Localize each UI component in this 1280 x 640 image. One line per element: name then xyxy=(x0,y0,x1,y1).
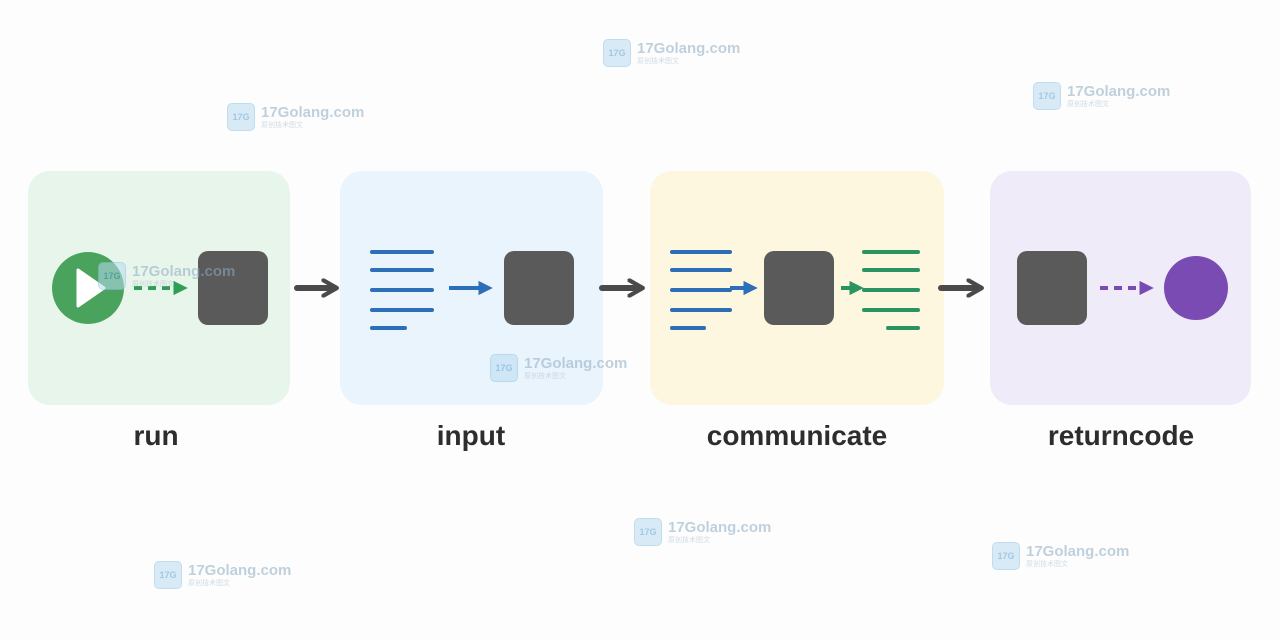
watermark-sub: 原创技术图文 xyxy=(524,373,566,380)
watermark-logo-icon: 17G xyxy=(490,354,518,382)
watermark-site: 17Golang.com xyxy=(188,562,292,579)
watermark-logo-icon: 17G xyxy=(98,262,126,290)
watermark-logo-icon: 17G xyxy=(154,561,182,589)
stage-label-run: run xyxy=(133,420,178,451)
process-box-icon xyxy=(764,251,834,325)
stage-panel-run xyxy=(28,171,290,405)
watermark-site: 17Golang.com xyxy=(524,355,628,372)
process-box-icon xyxy=(504,251,574,325)
stage-label-returncode: returncode xyxy=(1048,420,1194,451)
watermark-sub: 原创技术图文 xyxy=(188,580,230,587)
watermark-sub: 原创技术图文 xyxy=(132,281,174,288)
process-box-icon xyxy=(1017,251,1087,325)
process-box-icon xyxy=(198,251,268,325)
watermark-site: 17Golang.com xyxy=(1026,543,1130,560)
watermark-logo-icon: 17G xyxy=(1033,82,1061,110)
watermark-site: 17Golang.com xyxy=(637,40,741,57)
watermark-sub: 原创技术图文 xyxy=(637,58,679,65)
watermark-logo-icon: 17G xyxy=(634,518,662,546)
watermark-site: 17Golang.com xyxy=(1067,83,1171,100)
exit-status-circle-icon xyxy=(1164,256,1228,320)
watermark-logo-icon: 17G xyxy=(992,542,1020,570)
watermark-sub: 原创技术图文 xyxy=(1067,101,1109,108)
watermark-sub: 原创技术图文 xyxy=(261,122,303,129)
watermark-logo-icon: 17G xyxy=(603,39,631,67)
text-lines-icon xyxy=(670,250,732,330)
watermark-site: 17Golang.com xyxy=(668,519,772,536)
text-lines-icon xyxy=(862,250,920,330)
watermark-sub: 原创技术图文 xyxy=(668,537,710,544)
text-lines-icon xyxy=(370,250,434,330)
watermark-logo-icon: 17G xyxy=(227,103,255,131)
stage-label-communicate: communicate xyxy=(707,420,888,451)
watermark-site: 17Golang.com xyxy=(132,263,236,280)
watermark-site: 17Golang.com xyxy=(261,104,365,121)
stage-label-input: input xyxy=(437,420,505,451)
watermark-sub: 原创技术图文 xyxy=(1026,561,1068,568)
